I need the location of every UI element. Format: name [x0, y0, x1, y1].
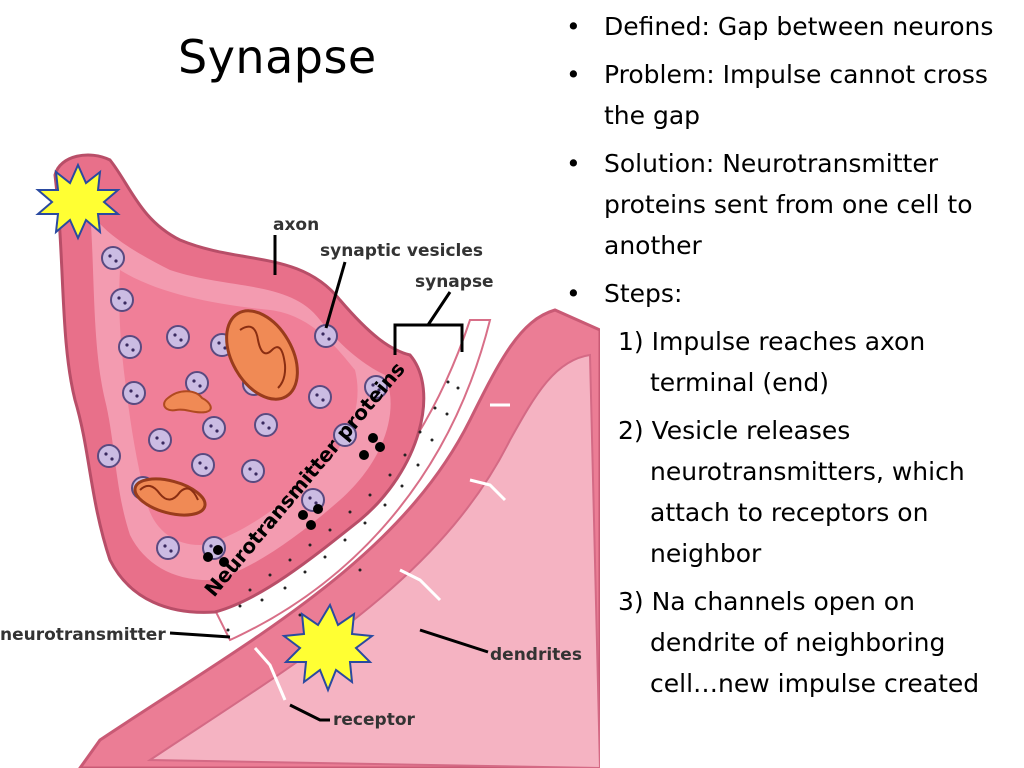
step-item: 2) Vesicle releases neurotransmitters, w… — [618, 416, 965, 568]
synapse-diagram: axon synaptic vesicles synapse neurotran… — [0, 153, 600, 768]
vesicle-icon — [122, 381, 146, 405]
bullet-text: Steps: — [604, 279, 683, 308]
vesicle-icon — [314, 324, 338, 348]
vesicle-icon — [191, 453, 215, 477]
vesicle-icon — [202, 416, 226, 440]
label-synaptic-vesicles: synaptic vesicles — [320, 241, 483, 261]
vesicle-icon — [254, 413, 278, 437]
small-organelle — [163, 390, 212, 414]
vesicle-icon — [241, 459, 265, 483]
burst-icon — [281, 602, 375, 693]
step-item: 3) Na channels open on dendrite of neigh… — [618, 587, 980, 698]
mitochondrion-icon — [133, 477, 207, 517]
vesicle-icon — [156, 536, 180, 560]
label-receptor: receptor — [333, 710, 415, 730]
slide-title: Synapse — [178, 30, 377, 84]
dendrite-inner — [146, 353, 600, 768]
bullet-marker: • — [566, 12, 581, 41]
vesicle-icon — [97, 444, 121, 468]
bullet-list: • Defined: Gap between neurons • Problem… — [566, 6, 1018, 711]
label-neurotransmitter: neurotransmitter — [0, 625, 166, 645]
mitochondrion-icon — [225, 309, 299, 401]
bullet-text: Solution: Neurotransmitter proteins sent… — [604, 149, 973, 260]
bullet-item: • Solution: Neurotransmitter proteins se… — [566, 143, 1018, 266]
burst-icon — [35, 162, 121, 241]
bullet-marker: • — [566, 149, 581, 178]
vesicle-icon — [166, 325, 190, 349]
label-dendrites: dendrites — [490, 645, 582, 665]
vesicle-icon — [148, 428, 172, 452]
bullet-item: • Defined: Gap between neurons — [566, 6, 1018, 47]
vesicle-icon — [110, 288, 134, 312]
bullet-marker: • — [566, 60, 581, 89]
step-item: 1) Impulse reaches axon terminal (end) — [618, 327, 926, 397]
bullet-text: Problem: Impulse cannot cross the gap — [604, 60, 988, 130]
vesicle-icon — [308, 385, 332, 409]
vesicle-icon — [333, 423, 357, 447]
protein-dots — [203, 433, 385, 567]
vesicle-icon — [118, 335, 142, 359]
bullet-item: • Steps: — [566, 273, 1018, 314]
bullet-marker: • — [566, 279, 581, 308]
receptors — [253, 403, 510, 701]
bullet-item: • Problem: Impulse cannot cross the gap — [566, 54, 1018, 136]
bullet-text: Defined: Gap between neurons — [604, 12, 994, 41]
vesicle-icon — [101, 246, 125, 270]
label-axon: axon — [273, 215, 319, 235]
label-synapse: synapse — [415, 272, 494, 292]
neurotransmitter-dots — [226, 380, 460, 632]
vesicle-icon — [364, 375, 388, 399]
